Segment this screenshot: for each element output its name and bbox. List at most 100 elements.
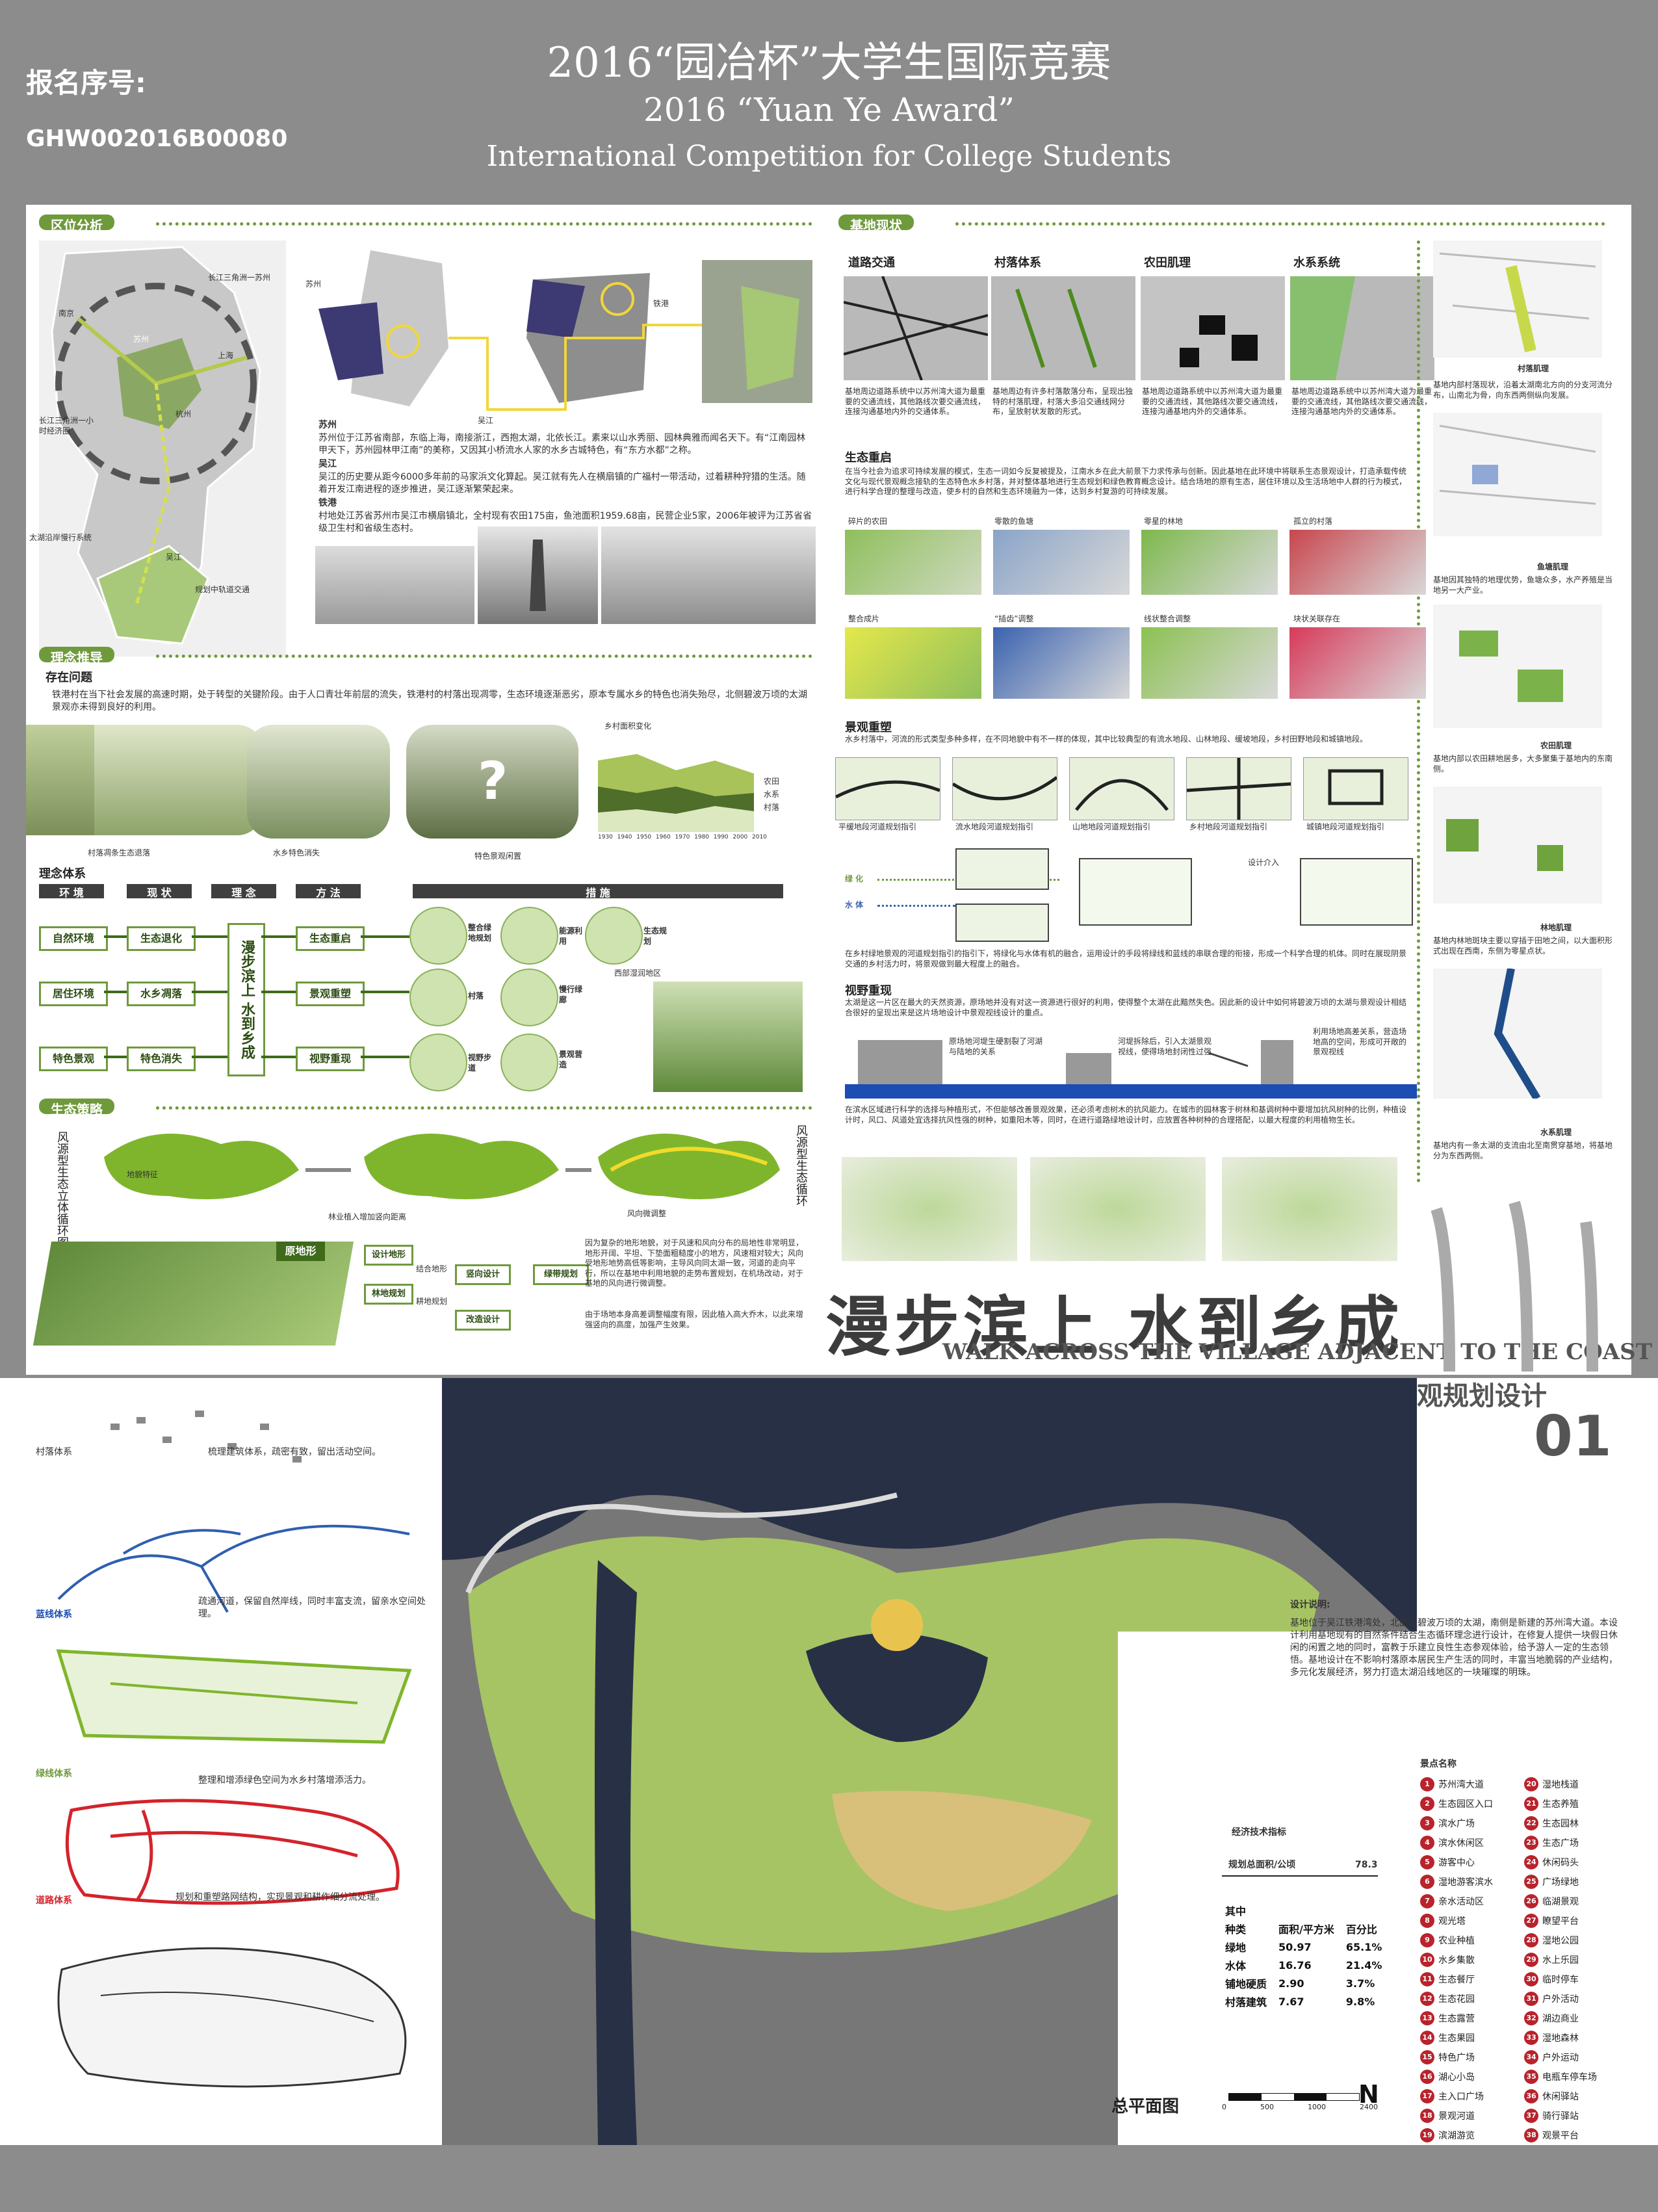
river-diagram — [1303, 757, 1408, 820]
legend-marker-icon: 26 — [1524, 1894, 1538, 1908]
eco-para-3: 在滨水区域进行科学的选择与种植形式，不但能够改善景观效果，还必须考虑树木的抗风能… — [845, 1105, 1407, 1125]
legend-marker-icon: 4 — [1420, 1836, 1434, 1850]
map-label: 杭州 — [175, 410, 192, 419]
legend-marker-icon: 3 — [1420, 1816, 1434, 1830]
map-label: 苏州 — [305, 280, 322, 289]
area-label: 规划总面积/公顷 — [1228, 1860, 1296, 1870]
legend-item: 25 广场绿地 — [1524, 1872, 1635, 1892]
river-diagram — [952, 757, 1057, 820]
legend-marker-icon: 1 — [1420, 1777, 1434, 1791]
measure-circle — [409, 969, 467, 1026]
intro-label: 设计介入 — [1248, 858, 1280, 867]
question-mark-icon: ? — [478, 751, 508, 811]
legend-marker-icon: 22 — [1524, 1816, 1538, 1830]
revival-label: 零散的鱼塘 — [994, 517, 1034, 526]
landscape-text: 水乡村落中，河流的形式类型多种多样，在不同地貌中有不一样的体现，其中比较典型的有… — [845, 735, 1368, 744]
revival-diagram — [1141, 627, 1278, 699]
system-text: 整理和增添绿色空间为水乡村落增添活力。 — [198, 1775, 371, 1786]
legend-label: 滨水广场 — [1438, 1819, 1475, 1829]
legend-label: 广场绿地 — [1542, 1877, 1579, 1888]
river-diagram — [1069, 757, 1174, 820]
section-concept: 理念推导 — [39, 647, 114, 666]
map-label: 上海 — [218, 351, 234, 360]
env-box: 自然环境 — [39, 926, 108, 951]
legend-label: 农业种植 — [1438, 1936, 1475, 1946]
legend-marker-icon: 28 — [1524, 1933, 1538, 1947]
method-box: 景观重塑 — [296, 982, 365, 1006]
texture-title: 村落肌理 — [1518, 364, 1549, 373]
green-system-diagram — [56, 1649, 412, 1744]
system-title: 理念体系 — [39, 867, 86, 881]
landscape-para: 在乡村绿地景观的河道规划指引的指引下，将绿化与水体有机的融合，运用设计的手段将绿… — [845, 949, 1407, 969]
revival-diagram — [1141, 530, 1278, 595]
revival-label: 碎片的农田 — [848, 517, 888, 526]
legend-item: 17 主入口广场 — [1420, 2087, 1518, 2106]
mini-plan — [1222, 1157, 1397, 1261]
measure-circle — [500, 907, 558, 965]
site-aerial — [702, 260, 812, 403]
legend-marker-icon: 17 — [1420, 2089, 1434, 2103]
system-head: 方 法 — [296, 884, 361, 899]
base-title: 道路交通 — [848, 256, 895, 270]
legend-marker-icon: 34 — [1524, 2050, 1538, 2064]
legend-label: 主入口广场 — [1438, 2092, 1484, 2102]
legend-marker-icon: 6 — [1420, 1875, 1434, 1889]
texture-title: 林地肌理 — [1540, 923, 1572, 932]
river-diagram — [1186, 757, 1291, 820]
revival-diagram — [845, 627, 981, 699]
method-box: 视野重现 — [296, 1047, 365, 1071]
system-connectors — [104, 935, 409, 1058]
legend-label: 湖边商业 — [1542, 2014, 1579, 2024]
legend-marker-icon: 38 — [1524, 2128, 1538, 2142]
legend-marker-icon: 13 — [1420, 2011, 1434, 2025]
legend-marker-icon: 30 — [1524, 1972, 1538, 1986]
legend-label: 生态露营 — [1438, 2014, 1475, 2024]
area-legend: 水系 — [764, 790, 780, 799]
measure-label: 视野步道 — [468, 1053, 492, 1073]
area-value: 78.3 — [1355, 1860, 1378, 1870]
texture-diagram — [1433, 787, 1602, 904]
legend-marker-icon: 18 — [1420, 2109, 1434, 2123]
legend-label: 滨湖游览 — [1438, 2131, 1475, 2141]
section-eco-strategy: 生态策略 — [39, 1099, 114, 1117]
texture-text: 基地内部以农田耕地居多，大多聚集于基地内的东南侧。 — [1433, 754, 1613, 774]
measure-circle — [409, 907, 467, 965]
measure-circle — [500, 969, 558, 1026]
texture-title: 农田肌理 — [1540, 741, 1572, 750]
village-title: 铁港 — [318, 498, 337, 508]
texture-title: 鱼塘肌理 — [1537, 562, 1569, 571]
texture-column: 村落肌理 基地内部村落现状，沿着太湖南北方向的分支河流分布，山南北为骨，向东西两… — [1427, 241, 1622, 1183]
river-label: 平缓地段河道规划指引 — [838, 822, 917, 831]
legend-label: 户外运动 — [1542, 2053, 1579, 2063]
legend-label: 生态广场 — [1542, 1838, 1579, 1849]
eco-step: 地貌特征 — [127, 1170, 159, 1179]
registration-label: 报名序号: — [26, 67, 146, 99]
legend-label: 水上乐园 — [1542, 1955, 1579, 1966]
status-box: 生态退化 — [127, 926, 196, 951]
legend-marker-icon: 37 — [1524, 2109, 1538, 2123]
legend-label: 生态果园 — [1438, 2033, 1475, 2044]
legend-marker-icon: 25 — [1524, 1875, 1538, 1889]
system-text: 规划和重塑路网结构，实现景观和耕作细分流处理。 — [175, 1892, 385, 1903]
legend-label: 苏州湾大道 — [1438, 1780, 1484, 1790]
divider — [955, 222, 1605, 226]
legend-marker-icon: 14 — [1420, 2031, 1434, 2045]
system-title: 村落体系 — [36, 1447, 72, 1457]
measure-circle — [500, 1034, 558, 1091]
legend-marker-icon: 20 — [1524, 1777, 1538, 1791]
wujiang-title: 吴江 — [318, 459, 337, 469]
legend-marker-icon: 32 — [1524, 2011, 1538, 2025]
system-title: 道路体系 — [36, 1895, 72, 1906]
title-en-1: 2016 “Yuan Ye Award” — [643, 91, 1015, 129]
suzhou-title: 苏州 — [318, 420, 337, 430]
green-label: 绿 化 — [845, 874, 864, 883]
